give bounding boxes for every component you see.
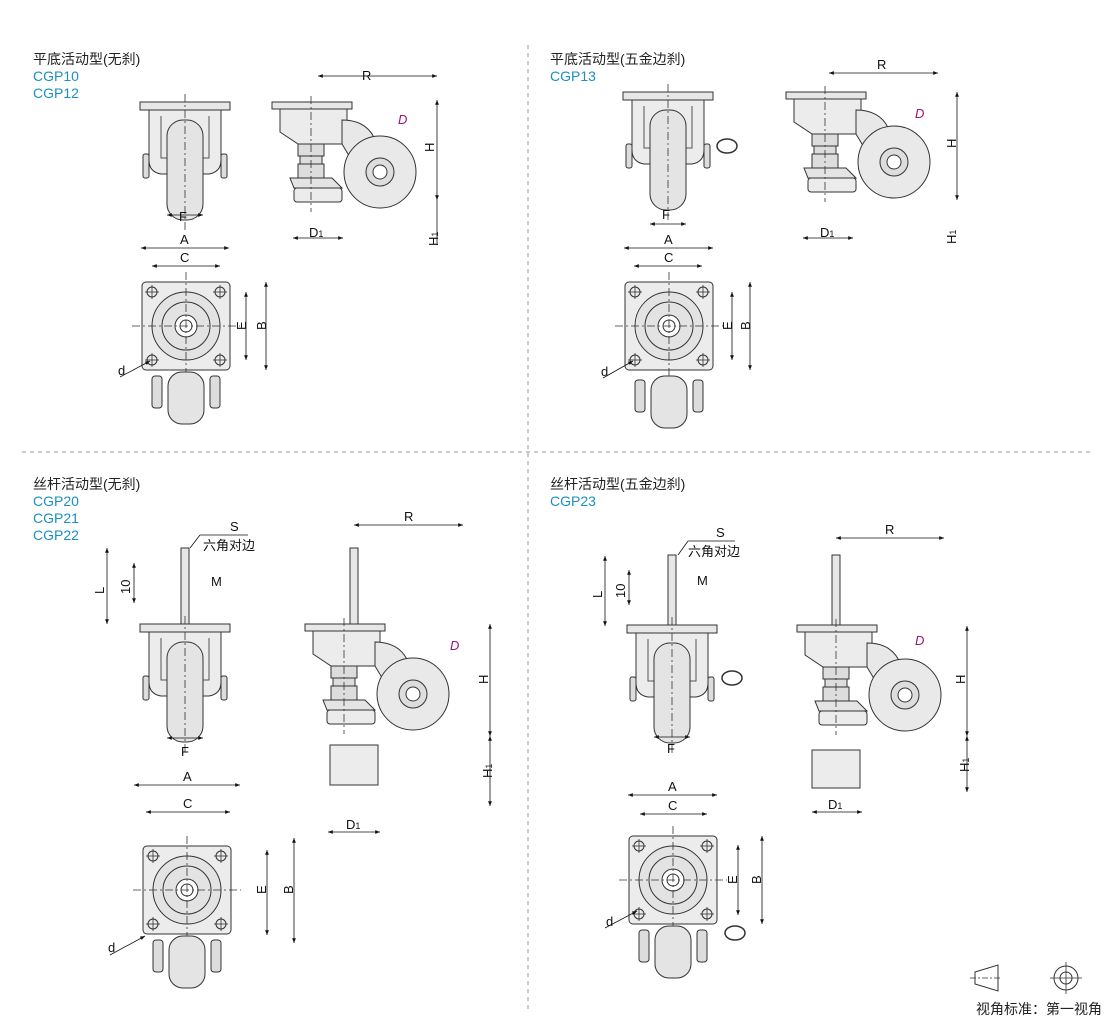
dim-H1: H1 (944, 230, 959, 244)
dim-C: C (180, 250, 189, 265)
top-view-plate (614, 271, 724, 381)
model-codes-1: CGP10 CGP12 (33, 68, 79, 102)
threaded-stem (349, 547, 359, 625)
front-view-caster (626, 616, 718, 754)
dim-E: E (234, 321, 249, 330)
dim-d: d (118, 363, 125, 378)
top-view-wheel (634, 375, 704, 429)
hex-label: 六角对边 (688, 544, 740, 559)
dim-F: F (667, 741, 675, 756)
side-view-caster (304, 617, 450, 735)
dim-d: d (601, 364, 608, 379)
dim-C: C (183, 796, 192, 811)
leveling-pad (811, 749, 861, 789)
panel-1-drawings: F R H H1 D1 D A C E B d (118, 68, 441, 425)
model-code: CGP23 (550, 493, 596, 509)
dim-R: R (877, 57, 886, 72)
dim-M: M (211, 574, 222, 589)
dim-D1: D1 (828, 797, 842, 812)
dim-d: d (108, 940, 115, 955)
leveling-pad (329, 744, 379, 786)
dim-B: B (281, 885, 296, 894)
dim-10: 10 (613, 584, 628, 598)
model-code: CGP22 (33, 527, 79, 543)
panel-title-2: 平底活动型(五金边刹) (550, 51, 686, 67)
brake-ring (716, 138, 738, 154)
top-view-plate (618, 825, 728, 935)
dim-S: S (230, 519, 239, 534)
top-view-wheel (152, 935, 222, 989)
first-angle-projection-icon (970, 962, 1082, 994)
dim-C: C (668, 798, 677, 813)
panel-2-drawings: F R H H1 D1 D A C E B d (601, 57, 959, 429)
dim-L: L (92, 587, 107, 594)
panel-title-1: 平底活动型(无刹) (33, 51, 141, 67)
dim-E: E (720, 321, 735, 330)
dim-M: M (697, 573, 708, 588)
dim-F: F (662, 207, 670, 222)
dim-R: R (404, 509, 413, 524)
threaded-stem (667, 554, 677, 626)
threaded-stem (180, 547, 190, 625)
hex-label: 六角对边 (203, 538, 255, 553)
dim-D1: D1 (346, 817, 360, 832)
model-code: CGP10 (33, 68, 79, 84)
model-codes-2: CGP13 (550, 68, 596, 85)
top-view-plate (131, 271, 241, 381)
dim-H: H (944, 139, 959, 148)
dim-H1: H1 (480, 764, 495, 778)
threaded-stem (831, 554, 841, 626)
model-code: CGP20 (33, 493, 79, 509)
panel-title-3: 丝杆活动型(无刹) (33, 476, 141, 492)
top-view-wheel (638, 925, 708, 979)
dim-D1: D1 (820, 225, 834, 240)
dim-D: D (450, 638, 459, 653)
dim-C: C (664, 250, 673, 265)
dim-F: F (181, 744, 189, 759)
dim-L: L (590, 591, 605, 598)
dim-D: D (915, 633, 924, 648)
dim-B: B (738, 321, 753, 330)
dim-E: E (725, 875, 740, 884)
projection-standard-label: 视角标准：第一视角 (976, 1001, 1102, 1017)
dim-R: R (885, 522, 894, 537)
dim-D: D (398, 112, 407, 127)
front-view-caster (139, 615, 231, 753)
side-view-caster (271, 95, 417, 213)
dim-10: 10 (118, 580, 133, 594)
dim-d: d (606, 914, 613, 929)
dim-H: H (476, 675, 491, 684)
dim-D1: D1 (309, 225, 323, 240)
dim-A: A (664, 232, 673, 247)
dim-S: S (716, 525, 725, 540)
dim-B: B (749, 875, 764, 884)
dim-R: R (362, 68, 371, 83)
model-code: CGP12 (33, 85, 79, 101)
dim-H1: H1 (957, 758, 972, 772)
brake-ring (724, 925, 746, 941)
panel-4-drawings: L 10 S 六角对边 M F R H H1 D1 D A C E B d (590, 522, 972, 979)
dim-A: A (183, 769, 192, 784)
panel-title-4: 丝杆活动型(五金边刹) (550, 476, 686, 492)
dim-H: H (422, 143, 437, 152)
brake-ring (721, 670, 743, 686)
panel-3-drawings: L 10 S 六角对边 M F R H H1 D1 D A C E B d (92, 509, 495, 989)
dim-H1: H1 (426, 232, 441, 246)
dim-A: A (180, 232, 189, 247)
dim-F: F (179, 209, 187, 224)
dim-B: B (254, 321, 269, 330)
top-view-plate (132, 835, 242, 945)
model-codes-3: CGP20 CGP21 CGP22 (33, 493, 79, 544)
model-code: CGP21 (33, 510, 79, 526)
dim-D: D (915, 106, 924, 121)
model-code: CGP13 (550, 68, 596, 84)
dim-A: A (668, 779, 677, 794)
top-view-wheel (151, 371, 221, 425)
side-view-caster (785, 85, 931, 203)
front-view-caster (622, 83, 714, 221)
dim-E: E (254, 885, 269, 894)
dim-H: H (953, 675, 968, 684)
model-codes-4: CGP23 (550, 493, 596, 510)
